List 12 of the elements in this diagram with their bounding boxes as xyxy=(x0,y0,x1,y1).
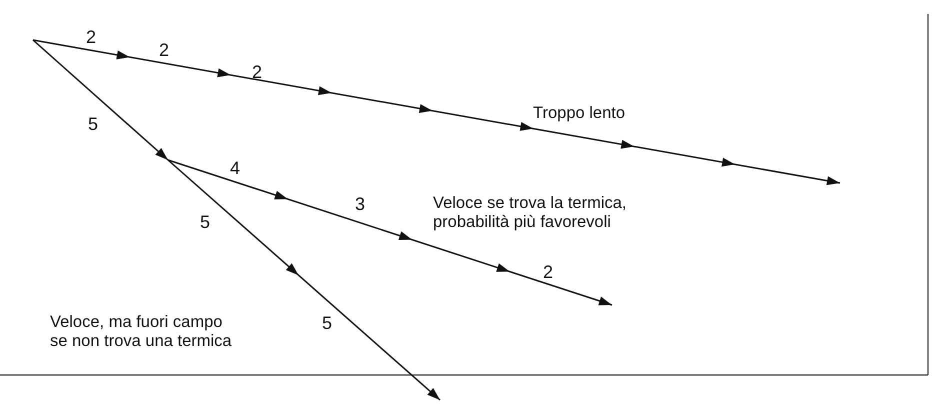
trajectory-note: Veloce, ma fuori campo se non trova una termica xyxy=(50,313,233,351)
segment-number: 5 xyxy=(200,212,210,233)
trajectory-note: Troppo lento xyxy=(533,104,626,123)
trajectory-note: Veloce se trova la termica, probabilità più favorevoli xyxy=(433,194,628,232)
segment-number: 2 xyxy=(159,40,170,61)
segment-number: 5 xyxy=(322,313,332,334)
segment-number: 2 xyxy=(543,262,554,283)
segment-number: 2 xyxy=(86,27,96,48)
segment-number: 4 xyxy=(230,158,240,179)
segment-number: 2 xyxy=(252,62,262,83)
segment-number: 3 xyxy=(355,194,366,215)
segment-number: 5 xyxy=(88,114,98,135)
